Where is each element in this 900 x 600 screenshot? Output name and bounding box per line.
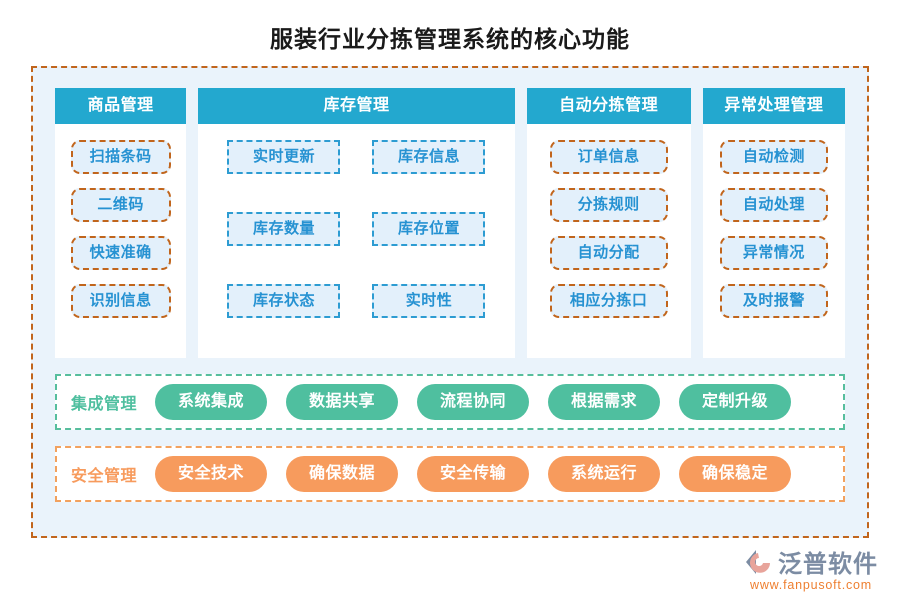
logo-lockup: 泛普软件 [744,544,878,579]
band-integration-management: 集成管理 系统集成 数据共享 流程协同 根据需求 定制升级 [55,374,845,430]
pill-item[interactable]: 确保稳定 [679,456,792,492]
column-header-auto-sorting-management: 自动分拣管理 [526,88,691,124]
column-header-exception-handling-management: 异常处理管理 [702,88,845,124]
column-body-product-management: 扫描条码 二维码 快速准确 识别信息 [55,124,186,358]
item-box[interactable]: 二维码 [70,188,171,222]
item-list-product-management: 扫描条码 二维码 快速准确 识别信息 [55,140,186,318]
band-label-security-management: 安全管理 [71,468,138,485]
columns-region: 商品管理 扫描条码 二维码 快速准确 识别信息 库存管理 实时更新 库存信息 库… [55,88,845,358]
item-box[interactable]: 订单信息 [549,140,668,174]
item-box[interactable]: 库存数量 [227,212,341,246]
fanpu-swoosh-icon [744,548,774,576]
pill-item[interactable]: 安全技术 [155,456,268,492]
column-body-exception-handling-management: 自动检测 自动处理 异常情况 及时报警 [703,124,845,358]
item-box[interactable]: 自动检测 [719,140,828,174]
item-box[interactable]: 库存状态 [227,284,341,318]
item-box[interactable]: 识别信息 [70,284,171,318]
item-box[interactable]: 扫描条码 [70,140,171,174]
item-list-auto-sorting-management: 订单信息 分拣规则 自动分配 相应分拣口 [527,140,691,318]
diagram-frame: 商品管理 扫描条码 二维码 快速准确 识别信息 库存管理 实时更新 库存信息 库… [31,66,869,538]
column-header-inventory-management: 库存管理 [198,88,515,124]
item-box[interactable]: 及时报警 [719,284,828,318]
column-body-inventory-management: 实时更新 库存信息 库存数量 库存位置 库存状态 实时性 [198,124,514,358]
item-box[interactable]: 异常情况 [719,236,828,270]
pill-item[interactable]: 安全传输 [417,456,530,492]
item-grid-inventory-management: 实时更新 库存信息 库存数量 库存位置 库存状态 实时性 [198,140,514,318]
band-label-integration-management: 集成管理 [71,396,138,413]
pill-item[interactable]: 流程协同 [417,384,530,420]
logo-name: 泛普软件 [778,551,878,578]
item-box[interactable]: 自动处理 [719,188,828,222]
item-box[interactable]: 库存信息 [372,140,486,174]
item-box[interactable]: 快速准确 [70,236,171,270]
pill-item[interactable]: 确保数据 [286,456,399,492]
pill-row-security-management: 安全技术 确保数据 安全传输 系统运行 确保稳定 [155,456,792,492]
column-header-product-management: 商品管理 [55,88,187,124]
column-exception-handling-management: 异常处理管理 自动检测 自动处理 异常情况 及时报警 [702,88,845,358]
item-box[interactable]: 相应分拣口 [549,284,668,318]
column-product-management: 商品管理 扫描条码 二维码 快速准确 识别信息 [55,88,187,358]
item-list-exception-handling-management: 自动检测 自动处理 异常情况 及时报警 [703,140,845,318]
page-title: 服装行业分拣管理系统的核心功能 [270,26,630,52]
item-box[interactable]: 实时更新 [227,140,341,174]
pill-item[interactable]: 系统集成 [155,384,268,420]
pill-item[interactable]: 定制升级 [679,384,792,420]
item-box[interactable]: 实时性 [372,284,486,318]
column-auto-sorting-management: 自动分拣管理 订单信息 分拣规则 自动分配 相应分拣口 [526,88,691,358]
pill-item[interactable]: 系统运行 [548,456,661,492]
pill-item[interactable]: 数据共享 [286,384,399,420]
brand-logo: 泛普软件 www.fanpusoft.com [744,544,878,592]
item-box[interactable]: 库存位置 [372,212,486,246]
pill-row-integration-management: 系统集成 数据共享 流程协同 根据需求 定制升级 [155,384,792,420]
logo-url: www.fanpusoft.com [750,578,872,592]
item-box[interactable]: 自动分配 [549,236,668,270]
pill-item[interactable]: 根据需求 [548,384,661,420]
item-box[interactable]: 分拣规则 [549,188,668,222]
column-inventory-management: 库存管理 实时更新 库存信息 库存数量 库存位置 库存状态 实时性 [198,88,515,358]
column-body-auto-sorting-management: 订单信息 分拣规则 自动分配 相应分拣口 [527,124,691,358]
band-security-management: 安全管理 安全技术 确保数据 安全传输 系统运行 确保稳定 [55,446,845,502]
